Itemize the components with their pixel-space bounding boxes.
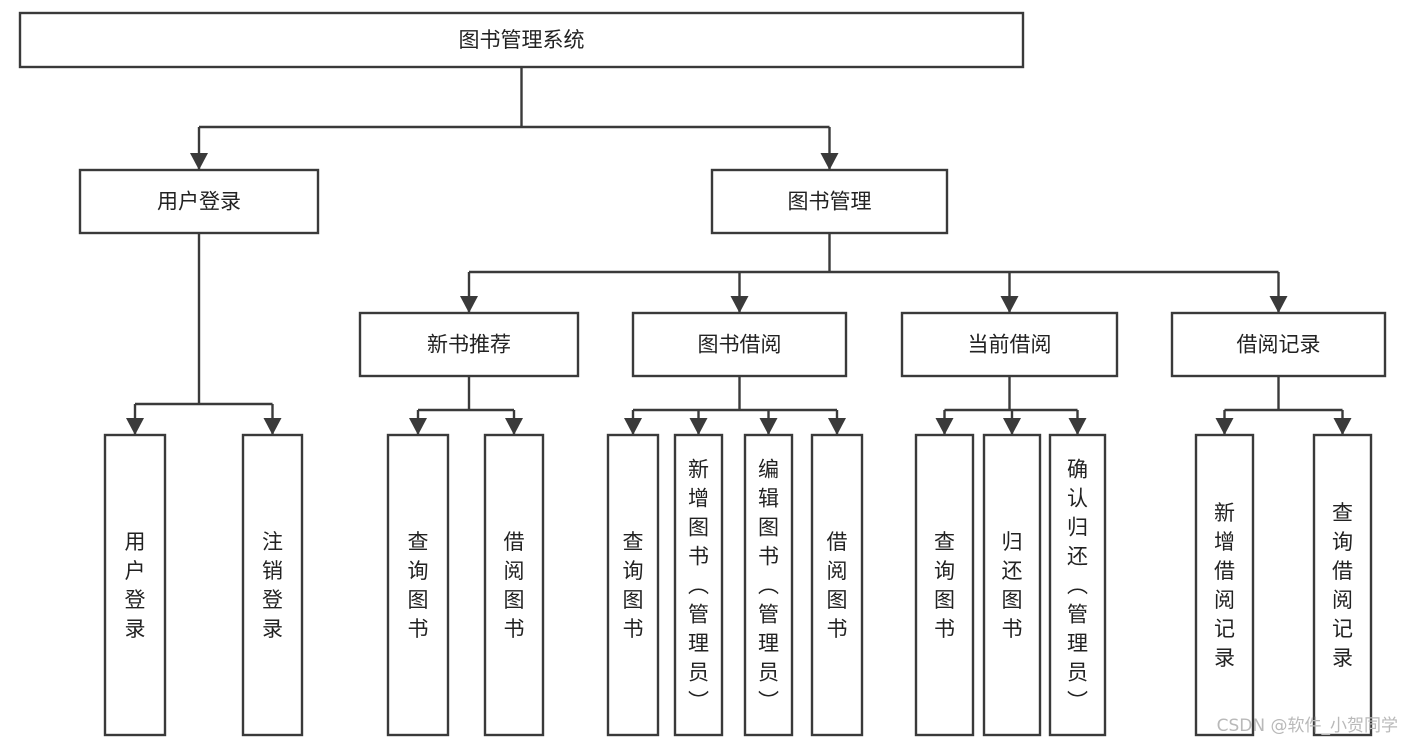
node-leaf-query-book-1[interactable]: 查询图书: [386, 433, 450, 737]
arrowhead-icon: [730, 296, 749, 313]
arrowhead-icon: [1000, 296, 1019, 313]
arrowhead-icon: [828, 418, 846, 435]
node-root[interactable]: 图书管理系统: [18, 11, 1025, 69]
node-box: [810, 433, 864, 737]
node-box: [914, 433, 975, 737]
csdn-watermark: CSDN @软件_小贺同学: [1217, 716, 1398, 736]
node-book-manage[interactable]: 图书管理: [710, 168, 949, 235]
node-leaf-add-record[interactable]: 新增借阅记录: [1194, 433, 1255, 737]
node-leaf-query-book-2[interactable]: 查询图书: [606, 433, 660, 737]
node-box: [1194, 433, 1255, 737]
node-leaf-add-book[interactable]: 新增图书︵管理员︶: [673, 433, 724, 737]
node-box: [241, 433, 304, 737]
node-leaf-borrow-book-2[interactable]: 借阅图书: [810, 433, 864, 737]
arrowhead-icon: [460, 296, 478, 313]
node-label: 查询图书: [934, 530, 955, 641]
node-label: 查询借阅记录: [1332, 501, 1353, 670]
node-borrow-record[interactable]: 借阅记录: [1170, 311, 1387, 378]
node-box: [900, 311, 1119, 378]
node-book-borrow[interactable]: 图书借阅: [631, 311, 848, 378]
node-leaf-return-book[interactable]: 归还图书: [982, 433, 1042, 737]
node-label: 确认归还︵管理员︶: [1067, 458, 1088, 714]
node-box: [18, 11, 1025, 69]
node-box: [483, 433, 545, 737]
arrowhead-icon: [624, 418, 642, 435]
node-label: 归还图书: [1002, 530, 1023, 641]
node-box: [710, 168, 949, 235]
node-label: 当前借阅: [968, 333, 1052, 357]
connector-edges: [126, 67, 1352, 435]
node-box: [673, 433, 724, 737]
arrowhead-icon: [505, 418, 523, 435]
arrowhead-icon: [1003, 418, 1021, 435]
arrowhead-icon: [1068, 418, 1087, 435]
node-user-login[interactable]: 用户登录: [78, 168, 320, 235]
arrowhead-icon: [1333, 418, 1352, 435]
node-leaf-user-login[interactable]: 用户登录: [103, 433, 167, 737]
arrowhead-icon: [820, 153, 839, 170]
node-label: 新书推荐: [427, 333, 511, 357]
node-label: 用户登录: [157, 190, 241, 214]
arrowhead-icon: [1269, 296, 1288, 313]
node-box: [78, 168, 320, 235]
node-leaf-query-book-3[interactable]: 查询图书: [914, 433, 975, 737]
arrowhead-icon: [1215, 418, 1234, 435]
node-label: 图书借阅: [698, 333, 782, 357]
node-box: [1048, 433, 1107, 737]
node-label: 新增图书︵管理员︶: [688, 458, 709, 714]
node-box: [631, 311, 848, 378]
arrowhead-icon: [409, 418, 427, 435]
node-label: 借阅图书: [504, 530, 525, 641]
node-label: 图书管理: [788, 190, 872, 214]
node-leaf-user-logout[interactable]: 注销登录: [241, 433, 304, 737]
node-boxes: 图书管理系统用户登录图书管理新书推荐图书借阅当前借阅借阅记录用户登录注销登录查询…: [18, 11, 1387, 737]
node-box: [358, 311, 580, 378]
node-box: [982, 433, 1042, 737]
arrowhead-icon: [689, 418, 708, 435]
arrowhead-icon: [126, 418, 144, 435]
node-box: [1170, 311, 1387, 378]
node-leaf-query-record[interactable]: 查询借阅记录: [1312, 433, 1373, 737]
node-label: 用户登录: [125, 530, 146, 641]
node-label: 注销登录: [262, 530, 283, 641]
node-label: 查询图书: [408, 530, 429, 641]
node-new-book-rec[interactable]: 新书推荐: [358, 311, 580, 378]
node-current-borrow[interactable]: 当前借阅: [900, 311, 1119, 378]
node-box: [103, 433, 167, 737]
node-label: 查询图书: [623, 530, 644, 641]
node-box: [1312, 433, 1373, 737]
node-leaf-confirm-return[interactable]: 确认归还︵管理员︶: [1048, 433, 1107, 737]
node-label: 新增借阅记录: [1214, 501, 1235, 670]
node-box: [606, 433, 660, 737]
node-leaf-edit-book[interactable]: 编辑图书︵管理员︶: [743, 433, 794, 737]
arrowhead-icon: [190, 153, 208, 170]
arrowhead-icon: [263, 418, 282, 435]
node-label: 编辑图书︵管理员︶: [758, 458, 779, 714]
node-box: [386, 433, 450, 737]
node-leaf-borrow-book-1[interactable]: 借阅图书: [483, 433, 545, 737]
node-box: [743, 433, 794, 737]
node-label: 借阅图书: [827, 530, 848, 641]
node-label: 图书管理系统: [459, 28, 585, 52]
arrowhead-icon: [935, 418, 954, 435]
arrowhead-icon: [759, 418, 778, 435]
node-label: 借阅记录: [1237, 333, 1321, 357]
